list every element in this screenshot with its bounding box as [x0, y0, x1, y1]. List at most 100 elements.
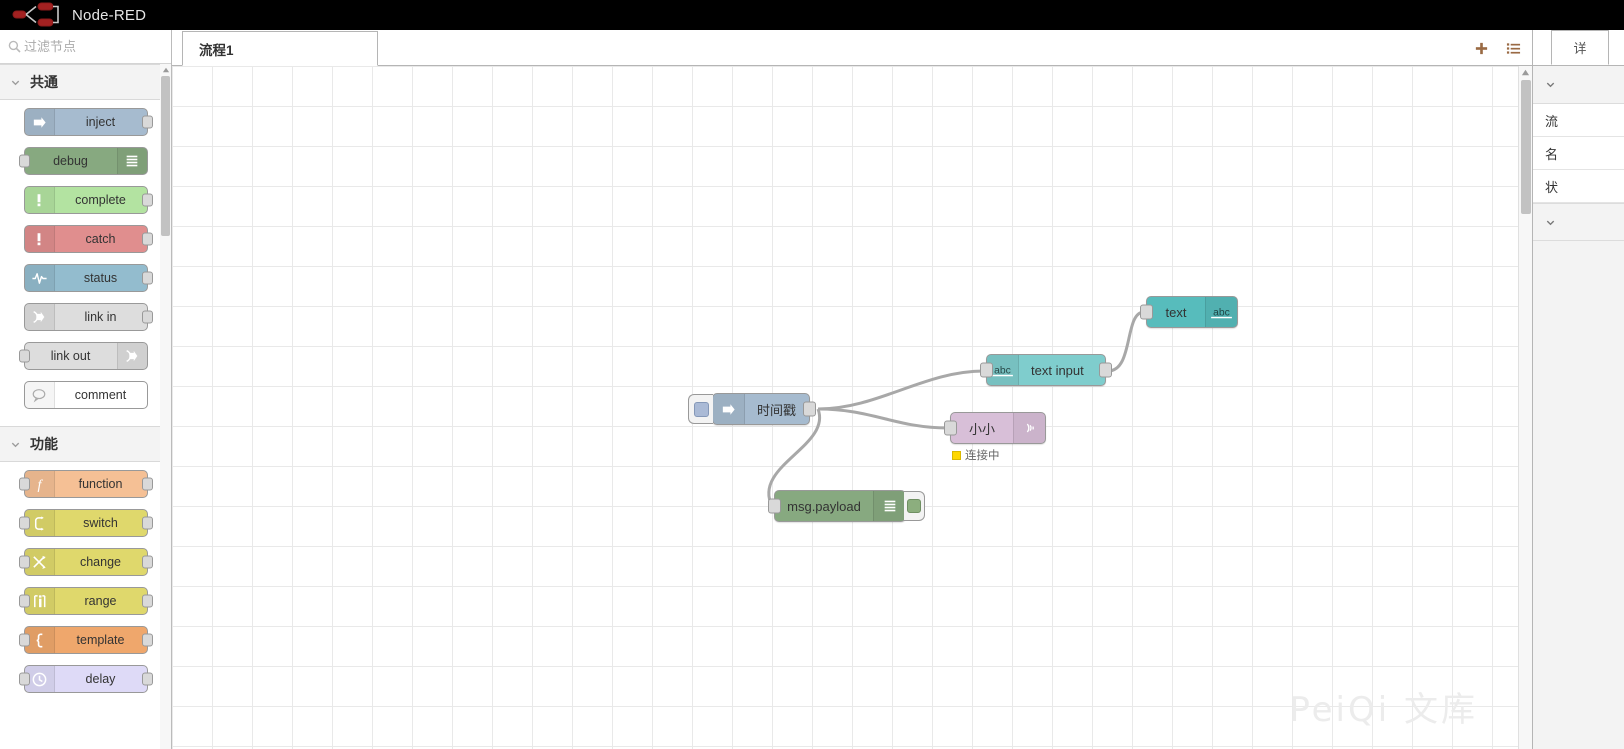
clock-icon — [24, 666, 55, 692]
palette-node-complete[interactable]: complete — [23, 186, 153, 214]
flow-node-label: text input — [1031, 362, 1084, 378]
app-title: Node-RED — [72, 6, 147, 24]
palette-node-link-out[interactable]: link out — [18, 342, 148, 370]
debug-toggle-knob — [907, 499, 921, 513]
chevron-down-icon — [1545, 79, 1556, 90]
node-output-port[interactable] — [141, 477, 153, 491]
node-input-port[interactable] — [18, 633, 30, 647]
range-icon — [24, 588, 55, 614]
flow-canvas[interactable]: 时间戳 abc text input text abc — [172, 66, 1532, 749]
node-input-port[interactable] — [18, 516, 30, 530]
flow-node-voice[interactable]: 小小 — [944, 412, 1046, 444]
node-input-port[interactable] — [18, 672, 30, 686]
node-output-port[interactable] — [141, 115, 153, 129]
node-input-port[interactable] — [18, 594, 30, 608]
node-output-port[interactable] — [141, 193, 153, 207]
row-label: 名 — [1545, 146, 1559, 162]
node-palette: 共通 inject debug — [0, 30, 172, 749]
add-flow-button[interactable] — [1466, 34, 1496, 62]
palette-node-label: delay — [85, 672, 116, 686]
flow-node-text-input[interactable]: abc text input — [980, 354, 1112, 386]
flow-node-label: msg.payload — [787, 498, 861, 514]
canvas-scrollbar[interactable] — [1518, 66, 1532, 749]
palette-node-label: link out — [50, 349, 91, 363]
flow-list-button[interactable] — [1498, 34, 1528, 62]
node-input-port[interactable] — [18, 477, 30, 491]
node-output-port[interactable] — [1099, 362, 1112, 378]
comment-icon — [24, 382, 55, 408]
node-output-port[interactable] — [141, 633, 153, 647]
node-output-port[interactable] — [141, 672, 153, 686]
node-input-port[interactable] — [768, 498, 781, 514]
exclamation-icon — [24, 226, 55, 252]
scroll-up-arrow-icon[interactable] — [160, 64, 171, 75]
link-icon — [116, 343, 147, 369]
inject-trigger-button[interactable] — [688, 394, 713, 424]
canvas-scroll-thumb[interactable] — [1521, 80, 1531, 214]
palette-node-change[interactable]: change — [18, 548, 153, 576]
palette-node-link-in[interactable]: link in — [23, 303, 153, 331]
node-input-port[interactable] — [980, 362, 993, 378]
tab-label: 流程1 — [199, 42, 234, 58]
scroll-up-arrow-icon[interactable] — [1519, 66, 1532, 79]
palette-node-function[interactable]: f function — [18, 470, 153, 498]
palette-node-debug[interactable]: debug — [18, 147, 148, 175]
brace-icon — [24, 627, 55, 653]
node-output-port[interactable] — [141, 271, 153, 285]
right-sidebar-section-header-2[interactable] — [1533, 203, 1624, 241]
node-output-port[interactable] — [141, 232, 153, 246]
palette-node-inject[interactable]: inject — [23, 108, 153, 136]
tab-info[interactable]: 详 — [1551, 30, 1609, 65]
palette-scroll-thumb[interactable] — [161, 76, 170, 236]
node-output-port[interactable] — [141, 310, 153, 324]
palette-node-catch[interactable]: catch — [23, 225, 153, 253]
status-indicator-dot — [952, 450, 961, 460]
flow-node-voice-status: 连接中 — [952, 447, 1000, 463]
palette-node-label: range — [84, 594, 117, 608]
tab-info-label: 详 — [1573, 41, 1587, 56]
right-sidebar-tabs: 详 — [1533, 30, 1624, 66]
palette-node-status[interactable]: status — [23, 264, 153, 292]
arrow-right-icon — [24, 109, 55, 135]
flow-tab-row: 流程1 — [172, 29, 378, 66]
flow-node-inject[interactable]: 时间戳 — [688, 393, 816, 425]
palette-category-function-body: f function switch — [0, 462, 171, 710]
chevron-down-icon — [10, 77, 21, 88]
abc-icon: abc — [1205, 297, 1237, 327]
debug-enable-toggle[interactable] — [904, 491, 925, 521]
node-input-port[interactable] — [18, 555, 30, 569]
palette-category-common-body: inject debug — [0, 100, 171, 426]
node-input-port[interactable] — [1140, 304, 1153, 320]
node-output-port[interactable] — [803, 401, 816, 417]
chevron-down-icon — [10, 439, 21, 450]
palette-node-template[interactable]: template — [18, 626, 153, 654]
palette-search-input[interactable] — [24, 39, 154, 54]
palette-category-common[interactable]: 共通 — [0, 64, 171, 100]
svg-text:f: f — [37, 477, 43, 493]
palette-category-function[interactable]: 功能 — [0, 426, 171, 462]
palette-node-delay[interactable]: delay — [18, 665, 153, 693]
tab-flow-1[interactable]: 流程1 — [182, 31, 378, 66]
palette-category-label: 功能 — [30, 436, 58, 452]
node-input-port[interactable] — [18, 154, 30, 168]
node-output-port[interactable] — [141, 555, 153, 569]
palette-node-range[interactable]: range — [18, 587, 153, 615]
tab-actions — [1466, 34, 1528, 62]
palette-node-label: change — [79, 555, 121, 569]
right-sidebar-section-header[interactable] — [1533, 66, 1624, 104]
switch-icon — [24, 510, 55, 536]
node-output-port[interactable] — [141, 594, 153, 608]
flow-node-text-output[interactable]: text abc — [1140, 296, 1238, 328]
node-input-port[interactable] — [18, 349, 30, 363]
palette-node-label: debug — [53, 154, 88, 168]
palette-node-comment[interactable]: comment — [23, 381, 148, 409]
exclamation-icon — [24, 187, 55, 213]
node-input-port[interactable] — [944, 420, 957, 436]
palette-search-bar[interactable] — [0, 30, 171, 64]
palette-scrollbar[interactable] — [160, 64, 171, 749]
node-output-port[interactable] — [141, 516, 153, 530]
palette-node-label: switch — [83, 516, 118, 530]
palette-node-switch[interactable]: switch — [18, 509, 153, 537]
right-sidebar-row-name: 名 — [1533, 137, 1624, 170]
flow-node-debug[interactable]: msg.payload — [768, 490, 925, 522]
